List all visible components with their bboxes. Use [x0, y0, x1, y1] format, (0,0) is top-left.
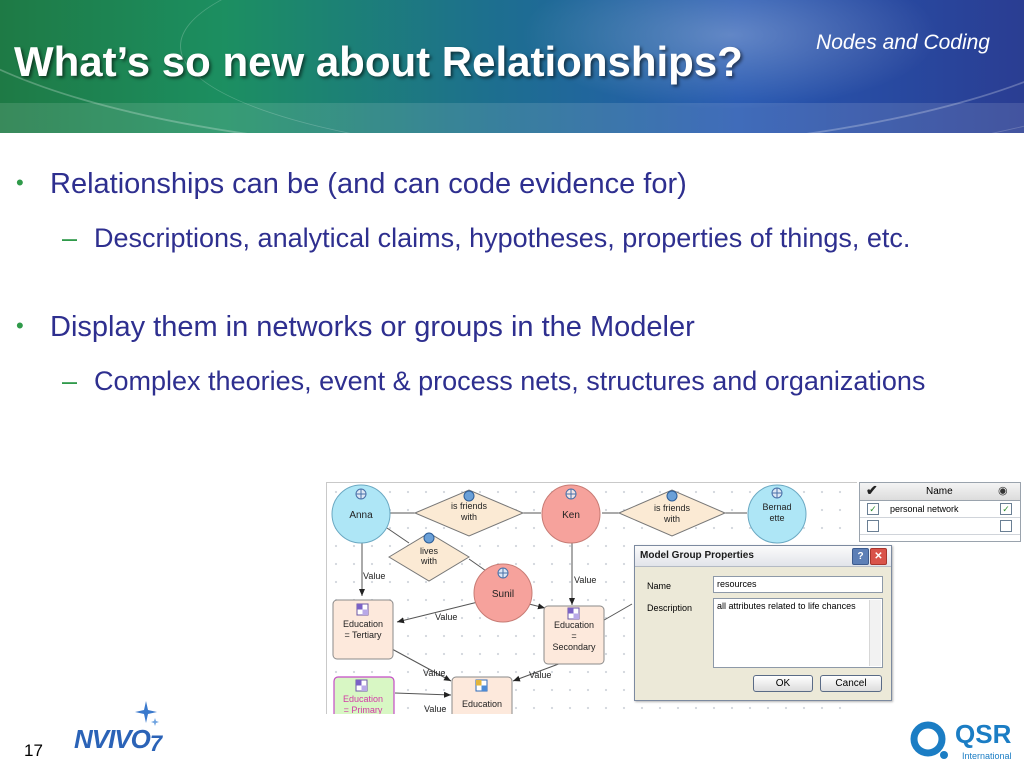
node-education-secondary[interactable]: Education = Secondary	[543, 605, 605, 665]
sub-bullet-marker: –	[62, 223, 78, 253]
nvivo-logo-text: NVIVO	[74, 724, 151, 754]
group-name: personal network	[890, 504, 959, 514]
bullet-text: Relationships can be (and can code evide…	[50, 168, 687, 200]
node-label: Ken	[562, 510, 580, 521]
description-label: Description	[647, 603, 693, 613]
node-label: Education	[462, 699, 502, 709]
groups-grid-header: ✔ Name ◉	[860, 482, 1020, 501]
node-label: Education	[554, 620, 594, 630]
node-label: with	[460, 512, 477, 522]
node-relation-is-friends-with[interactable]: is friends with	[413, 489, 525, 537]
sub-bullet-text: Descriptions, analytical claims, hypothe…	[94, 223, 911, 253]
node-ken[interactable]: Ken	[541, 484, 601, 544]
checkmark-icon: ✔	[866, 482, 878, 498]
group-checkbox[interactable]	[867, 520, 879, 532]
qsr-logo-subtext: International	[962, 751, 1012, 761]
edge-line	[391, 648, 452, 682]
modeler-canvas[interactable]: Value Value Value Value Value Value Anna…	[326, 482, 857, 714]
node-education-tertiary[interactable]: Education = Tertiary	[332, 599, 394, 660]
group-visibility-checkbox[interactable]	[1000, 520, 1012, 532]
ok-button[interactable]: OK	[753, 675, 813, 692]
edge-label: Value	[423, 668, 445, 678]
node-sunil[interactable]: Sunil	[473, 563, 533, 623]
name-label: Name	[647, 581, 672, 591]
node-label: is friends	[654, 503, 691, 513]
edge-label: Value	[424, 704, 446, 714]
node-education[interactable]: Education	[451, 676, 513, 714]
qsr-logo: QSR International	[910, 719, 1020, 764]
nvivo-sparkle-icon	[135, 701, 159, 726]
node-label: Bernad	[762, 502, 791, 512]
node-label: Anna	[349, 510, 373, 521]
banner-band	[0, 103, 1024, 133]
node-label: Secondary	[552, 642, 596, 652]
node-label: =	[571, 631, 576, 641]
node-relation-is-friends-with[interactable]: is friends with	[617, 489, 727, 537]
node-label: Sunil	[492, 589, 514, 600]
node-label: with	[420, 556, 437, 566]
cancel-button[interactable]: Cancel	[820, 675, 882, 692]
edge-line	[386, 527, 410, 544]
close-button[interactable]: ✕	[870, 548, 887, 565]
nvivo-logo-version: 7	[149, 731, 162, 756]
column-header-name[interactable]: Name	[926, 486, 953, 497]
name-input[interactable]: resources	[713, 576, 883, 593]
node-label: ette	[769, 513, 784, 523]
edge-label: Value	[435, 612, 457, 622]
sub-bullet-text: Complex theories, event & process nets, …	[94, 366, 926, 396]
groups-grid: ✔ Name ◉ ✓ personal network ✓	[859, 482, 1021, 542]
bullet-marker: •	[16, 170, 24, 195]
node-label: lives	[420, 546, 439, 556]
dialog-titlebar[interactable]: Model Group Properties ? ✕	[635, 546, 891, 567]
node-relation-lives-with[interactable]: lives with	[388, 532, 470, 582]
title-banner	[0, 0, 1024, 133]
eye-icon: ◉	[998, 485, 1008, 497]
qsr-logo-mark	[910, 721, 948, 759]
edge-label: Value	[363, 571, 385, 581]
group-row[interactable]	[860, 518, 1020, 535]
description-scrollbar[interactable]	[869, 600, 881, 666]
description-text: all attributes related to life chances	[717, 601, 856, 611]
description-textarea[interactable]: all attributes related to life chances	[713, 598, 883, 668]
bullet-marker: •	[16, 313, 24, 338]
node-label: is friends	[451, 501, 488, 511]
edge-line	[394, 691, 452, 698]
slide-title: What’s so new about Relationships?	[14, 38, 743, 85]
dialog-title: Model Group Properties	[640, 550, 754, 561]
group-row[interactable]: ✓ personal network ✓	[860, 501, 1020, 518]
edge-label: Value	[529, 670, 551, 680]
node-label: with	[663, 514, 680, 524]
node-education-primary[interactable]: Education = Primary	[333, 676, 395, 714]
model-graph: Value Value Value Value Value Value Anna…	[331, 484, 807, 714]
group-checkbox[interactable]: ✓	[867, 503, 879, 515]
edge-line	[396, 600, 483, 624]
nvivo-logo: NVIVO7	[74, 724, 162, 757]
node-anna[interactable]: Anna	[331, 484, 391, 544]
section-label: Nodes and Coding	[816, 31, 990, 54]
node-label: = Primary	[344, 705, 383, 714]
bullet-text: Display them in networks or groups in th…	[50, 311, 695, 343]
slide-number: 17	[24, 741, 43, 760]
node-label: Education	[343, 619, 383, 629]
group-visibility-checkbox[interactable]: ✓	[1000, 503, 1012, 515]
qsr-logo-text: QSR	[955, 719, 1012, 749]
node-label: Education	[343, 694, 383, 704]
sub-bullet-marker: –	[62, 366, 78, 396]
help-button[interactable]: ?	[852, 548, 869, 565]
edge-label: Value	[574, 575, 596, 585]
node-label: = Tertiary	[344, 630, 382, 640]
modeler-screenshot: Value Value Value Value Value Value Anna…	[326, 479, 1024, 714]
model-group-properties-dialog: Model Group Properties ? ✕ Name resource…	[634, 545, 892, 701]
node-bernadette[interactable]: Bernad ette	[747, 484, 807, 544]
